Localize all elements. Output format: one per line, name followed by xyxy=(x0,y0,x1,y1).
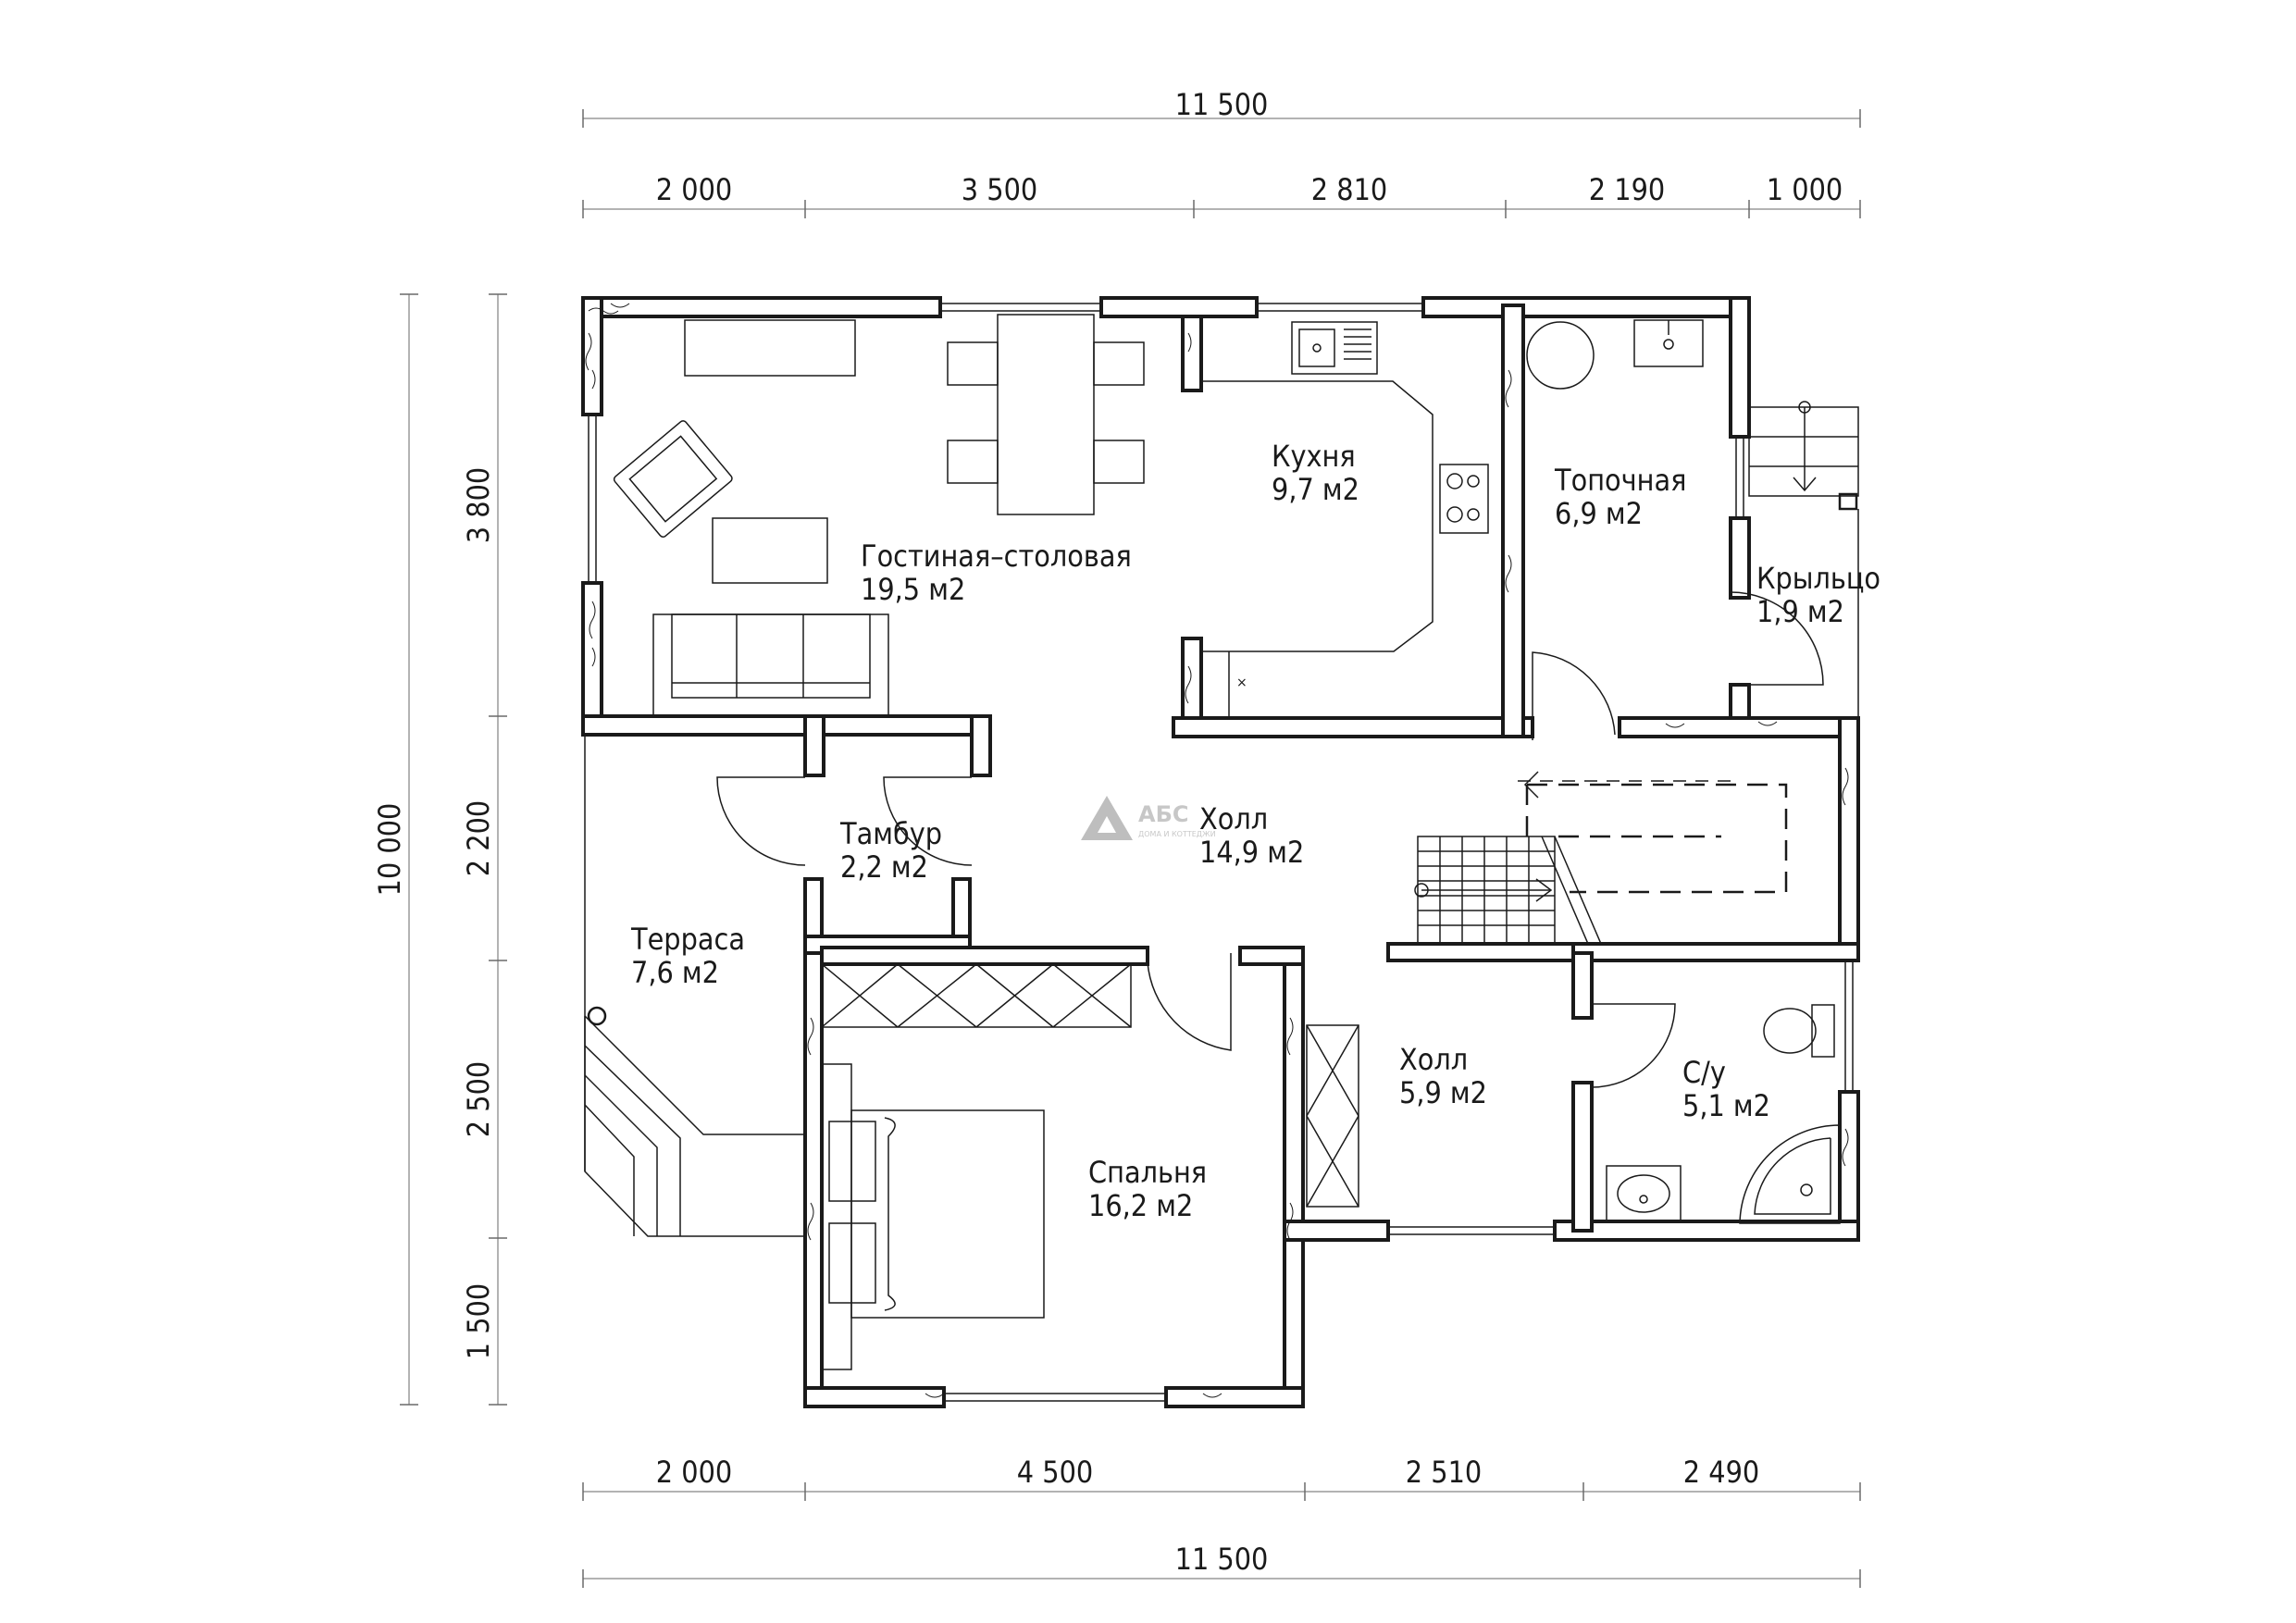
left-dimension-3: 2 500 xyxy=(461,1061,496,1137)
sofa xyxy=(652,613,889,717)
left-dimension-1: 3 800 xyxy=(461,467,496,543)
bedroom-furniture xyxy=(821,963,1359,1370)
stove xyxy=(1439,464,1489,534)
shower xyxy=(1739,1124,1841,1224)
living-furniture xyxy=(613,314,1145,717)
windows xyxy=(588,303,1854,1402)
armchair xyxy=(613,420,733,538)
dimension-lines xyxy=(400,109,1861,1588)
bottom-dimension-1: 2 000 xyxy=(656,1455,732,1490)
room-area-boiler: 6,9 м2 xyxy=(1555,496,1643,531)
wall-grain xyxy=(585,303,1849,1398)
boiler-tank xyxy=(1526,321,1595,390)
room-area-porch: 1,9 м2 xyxy=(1756,594,1844,629)
room-area-vestibule: 2,2 м2 xyxy=(840,849,928,885)
abs-logo: АБС ДОМА И КОТТЕДЖИ xyxy=(1081,796,1216,840)
dining-table xyxy=(947,314,1145,515)
room-area-bedroom: 16,2 м2 xyxy=(1088,1188,1193,1223)
room-name-terrace: Терраса xyxy=(630,922,745,957)
kitchen-furniture: × xyxy=(1200,316,1489,718)
terrace-outline xyxy=(584,731,806,1237)
left-dimension-2: 2 200 xyxy=(461,800,496,876)
fridge-mark: × xyxy=(1236,675,1247,690)
room-name-hall-main: Холл xyxy=(1199,801,1268,836)
room-labels: Гостиная–столовая 19,5 м2 Кухня 9,7 м2 Т… xyxy=(630,439,1880,1223)
room-area-hall-main: 14,9 м2 xyxy=(1199,835,1304,870)
top-dimension-2: 3 500 xyxy=(962,172,1037,207)
toilet xyxy=(1763,1004,1835,1058)
top-dimension-1: 2 000 xyxy=(656,172,732,207)
room-name-hall-small: Холл xyxy=(1399,1042,1468,1077)
room-name-kitchen: Кухня xyxy=(1272,439,1356,474)
room-name-vestibule: Тамбур xyxy=(839,816,942,851)
staircase xyxy=(1414,771,1788,945)
tv-stand xyxy=(684,319,856,377)
dimension-labels: 11 500 2 000 3 500 2 810 2 190 1 000 2 0… xyxy=(372,87,1843,1577)
bed xyxy=(821,1063,1045,1370)
room-name-porch: Крыльцо xyxy=(1756,561,1880,596)
bottom-dimension-3: 2 510 xyxy=(1406,1455,1482,1490)
room-name-bathroom: С/у xyxy=(1682,1055,1726,1090)
coffee-table xyxy=(712,517,828,584)
left-dimension-4: 1 500 xyxy=(461,1283,496,1359)
room-area-kitchen: 9,7 м2 xyxy=(1272,472,1359,507)
bottom-dimension-4: 2 490 xyxy=(1683,1455,1759,1490)
logo-tagline: ДОМА И КОТТЕДЖИ xyxy=(1138,830,1216,838)
wardrobe xyxy=(821,963,1132,1028)
logo-mark xyxy=(1081,796,1133,840)
room-name-boiler: Топочная xyxy=(1554,463,1686,498)
bottom-dimension-2: 4 500 xyxy=(1017,1455,1093,1490)
boiler-equipment xyxy=(1526,319,1704,390)
room-name-living: Гостиная–столовая xyxy=(861,539,1132,574)
kitchen-counter xyxy=(1200,316,1433,718)
doors xyxy=(716,591,1824,1088)
room-area-living: 19,5 м2 xyxy=(861,572,965,607)
room-area-bathroom: 5,1 м2 xyxy=(1682,1088,1770,1123)
top-dimension-5: 1 000 xyxy=(1767,172,1843,207)
room-name-bedroom: Спальня xyxy=(1088,1155,1207,1190)
logo-name: АБС xyxy=(1138,801,1188,827)
left-total-dimension: 10 000 xyxy=(372,803,407,897)
walls xyxy=(581,296,1860,1408)
terrace-post xyxy=(587,1006,607,1026)
sink xyxy=(1291,321,1378,375)
top-total-dimension: 11 500 xyxy=(1175,87,1269,122)
bathroom-fixtures xyxy=(1606,1004,1841,1224)
room-area-hall-small: 5,9 м2 xyxy=(1399,1075,1487,1110)
hall-wardrobe xyxy=(1306,1024,1359,1208)
porch-steps xyxy=(1748,401,1859,722)
top-dimension-4: 2 190 xyxy=(1589,172,1665,207)
bottom-total-dimension: 11 500 xyxy=(1175,1542,1269,1577)
washbasin xyxy=(1606,1165,1682,1222)
top-dimension-3: 2 810 xyxy=(1311,172,1387,207)
room-area-terrace: 7,6 м2 xyxy=(631,955,719,990)
